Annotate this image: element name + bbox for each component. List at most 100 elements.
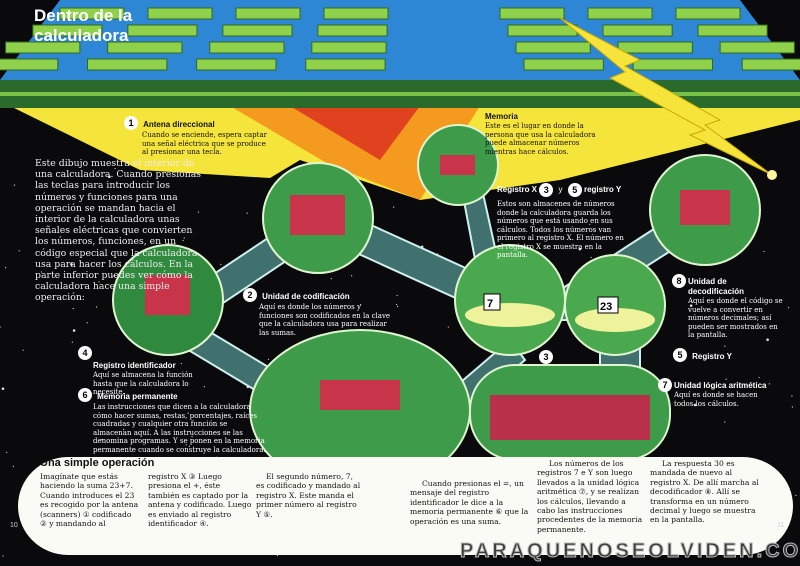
star [72, 307, 74, 310]
spark [767, 170, 777, 180]
label-y: registro Y [583, 185, 622, 195]
page-number-right: 11 [777, 522, 785, 529]
number-badge: 4 [78, 345, 92, 360]
calculator-key [311, 41, 387, 54]
star [89, 252, 91, 254]
star [724, 421, 726, 423]
star [197, 211, 200, 213]
calculator-key [719, 41, 795, 54]
number-badge: 3 [539, 183, 554, 197]
number-badge: 6 [78, 387, 92, 402]
number-badge: 7 [658, 377, 672, 392]
star [689, 304, 693, 307]
reg-x-number: 7 [487, 298, 493, 310]
star [86, 322, 88, 324]
star [67, 175, 69, 177]
star [724, 345, 726, 347]
calculator-key [323, 7, 389, 20]
star [578, 247, 582, 251]
star [108, 175, 111, 178]
star [267, 358, 270, 360]
floor [465, 303, 555, 327]
label-title: Registro X 3 y 5 registro Y [497, 183, 625, 197]
label-text: Aquí es donde se hacen todos los cálculo… [674, 391, 758, 408]
page-number-left: 10 [10, 522, 18, 529]
calculator-key [5, 41, 81, 54]
calculator-key [196, 58, 277, 71]
label-title: Unidad lógica aritmética [674, 381, 767, 390]
star [180, 362, 182, 365]
reg-y-display [597, 296, 619, 314]
star [393, 206, 395, 208]
calculator-key [0, 58, 59, 71]
building [440, 155, 475, 175]
star [44, 219, 47, 221]
star [791, 406, 793, 408]
label-alu: 7 Unidad lógica aritmética Aquí es donde… [658, 374, 768, 408]
calculator-key [59, 7, 125, 20]
light-cone-center [290, 106, 420, 160]
calculator-key [305, 58, 386, 71]
star [114, 167, 116, 170]
calculator-key [147, 7, 213, 20]
star [795, 494, 797, 496]
calculator-key [587, 7, 653, 20]
star [98, 281, 100, 283]
label-title: Registro Y [692, 352, 732, 361]
star [122, 428, 125, 431]
building [320, 380, 400, 410]
star [396, 303, 398, 306]
star [768, 383, 770, 385]
star [188, 445, 190, 447]
calculator-key [222, 24, 293, 37]
label-title: Unidad de decodificación [688, 277, 745, 296]
page-title: Dentro de la calculadora [34, 6, 133, 45]
calculator-edge-highlight [0, 92, 800, 96]
calculator-key [87, 58, 168, 71]
star [246, 212, 248, 214]
operation-column-3: El segundo número, 7, es codificado y ma… [256, 472, 361, 519]
label-decodificacion: 8 Unidad de decodificación Aquí es donde… [672, 270, 784, 340]
star [330, 278, 332, 280]
label-text: Este es el lugar en donde la persona que… [485, 122, 596, 156]
number-badge: 5 [673, 347, 687, 362]
star [276, 554, 279, 557]
calculator-key [523, 58, 604, 71]
star [40, 271, 42, 273]
intro-text: Este dibujo muestra el interior de una c… [35, 158, 202, 304]
star [71, 341, 73, 343]
label-text: Cuando se enciende, espera captar una se… [142, 131, 267, 156]
alu-crowd [490, 395, 650, 440]
calculator-key [32, 24, 103, 37]
reg-y-number: 23 [600, 301, 612, 313]
star [96, 306, 98, 308]
star [5, 267, 7, 269]
label-and: y [558, 185, 563, 195]
calculator-keys [0, 7, 800, 71]
label-text: Aquí es donde el código se vuelve a conv… [688, 297, 783, 339]
star [70, 263, 73, 266]
building [145, 275, 190, 315]
number-badge: 3 [539, 349, 553, 364]
label-memoria-permanente: 6 Memoria permanente Las instrucciones q… [78, 384, 266, 454]
label-title: Memoria [485, 112, 518, 121]
label-antena: 1 Antena direccional Cuando se enciende,… [124, 112, 274, 157]
star [220, 263, 222, 265]
star [359, 304, 362, 306]
star [706, 318, 708, 320]
label-identificador: 4 Registro identificador Aquí se almacen… [78, 342, 208, 397]
label-title: Memoria permanente [97, 392, 178, 401]
star [18, 250, 20, 252]
reg-x-display [483, 293, 501, 311]
calculator-key [235, 7, 301, 20]
star [725, 378, 727, 380]
number-badge: 5 [567, 183, 582, 197]
calculator-key [675, 7, 741, 20]
star [70, 241, 72, 243]
star [791, 395, 793, 397]
label-title: Antena direccional [143, 120, 215, 129]
label-text: Las instrucciones que dicen a la calcula… [93, 403, 266, 454]
star [182, 239, 184, 242]
star [396, 294, 398, 297]
